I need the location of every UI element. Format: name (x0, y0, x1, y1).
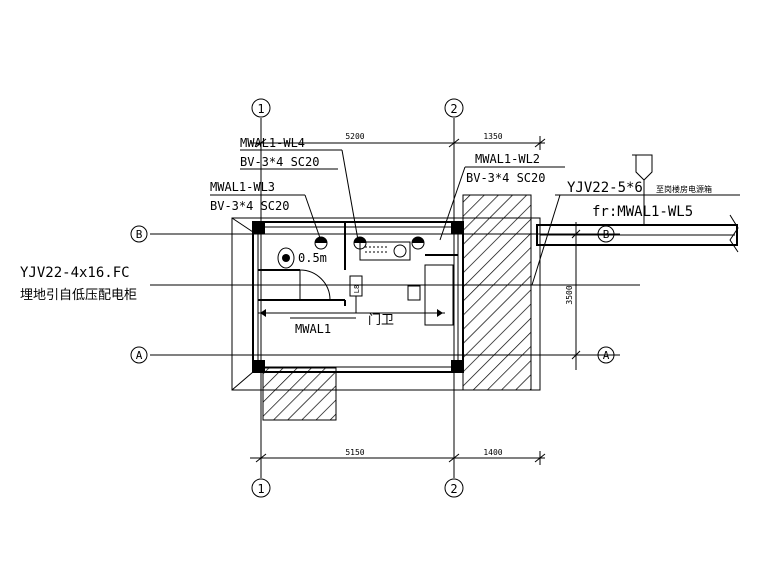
svg-text:L8: L8 (353, 285, 361, 293)
label-outgoing-from: fr:MWAL1-WL5 (592, 204, 693, 220)
light-fixture-2 (353, 236, 367, 250)
wiring (150, 284, 640, 317)
label-panel: MWAL1 (295, 322, 331, 336)
hatched-wall-bottom (262, 367, 337, 421)
label-height-mark: 0.5m (298, 251, 327, 265)
axis-bubble-1-bottom: 1 (251, 478, 271, 498)
label-wl2: MWAL1-WL2 (475, 152, 540, 166)
svg-text:A: A (136, 349, 143, 362)
svg-text:1400: 1400 (483, 448, 502, 457)
toilet-fixture (277, 247, 295, 269)
svg-text:5200: 5200 (345, 132, 364, 141)
dimension-right: 3500 (565, 222, 581, 370)
svg-text:3500: 3500 (565, 285, 574, 304)
label-incoming-desc: 埋地引自低压配电柜 (20, 288, 137, 303)
svg-text:2: 2 (450, 482, 457, 496)
leader-lines (210, 149, 740, 319)
label-outgoing-cable: YJV22-5*6 (567, 180, 643, 196)
svg-text:1350: 1350 (483, 132, 502, 141)
column (253, 222, 265, 234)
svg-text:5150: 5150 (345, 448, 364, 457)
svg-text:1: 1 (257, 102, 264, 116)
distribution-box: L8 (349, 275, 363, 297)
label-wl3-cable: BV-3*4 SC20 (210, 199, 289, 213)
dimension-bottom: 5150 1400 (250, 448, 546, 465)
svg-text:A: A (603, 349, 610, 362)
axis-bubble-2-top: 2 (444, 98, 464, 118)
label-wl4-cable: BV-3*4 SC20 (240, 155, 319, 169)
light-fixture-3 (411, 236, 425, 250)
label-wl3: MWAL1-WL3 (210, 180, 275, 194)
label-incoming-cable: YJV22-4x16.FC (20, 265, 130, 281)
sink-counter (359, 241, 411, 261)
label-wl2-cable: BV-3*4 SC20 (466, 171, 545, 185)
light-fixture-1 (314, 236, 328, 250)
label-outgoing-desc: 至岗楼房电源箱 (656, 184, 712, 194)
axis-bubble-A-left: A (130, 346, 148, 364)
outgoing-conduit (536, 154, 739, 253)
column (451, 360, 463, 372)
dimension-top: 5200 1350 (250, 132, 546, 150)
axis-grid (150, 118, 620, 478)
hatched-wall-right (462, 194, 532, 391)
column (253, 360, 265, 372)
axis-bubble-2-bottom: 2 (444, 478, 464, 498)
axis-bubble-B-left: B (130, 225, 148, 243)
building-walls (252, 221, 464, 373)
axis-bubble-1-top: 1 (251, 98, 271, 118)
column (451, 222, 463, 234)
svg-text:2: 2 (450, 102, 457, 116)
desk (407, 264, 454, 326)
svg-text:B: B (136, 228, 143, 241)
axis-bubble-A-right: A (597, 346, 615, 364)
svg-text:1: 1 (257, 482, 264, 496)
label-room: 门卫 (368, 313, 394, 328)
label-wl4: MWAL1-WL4 (240, 136, 305, 150)
